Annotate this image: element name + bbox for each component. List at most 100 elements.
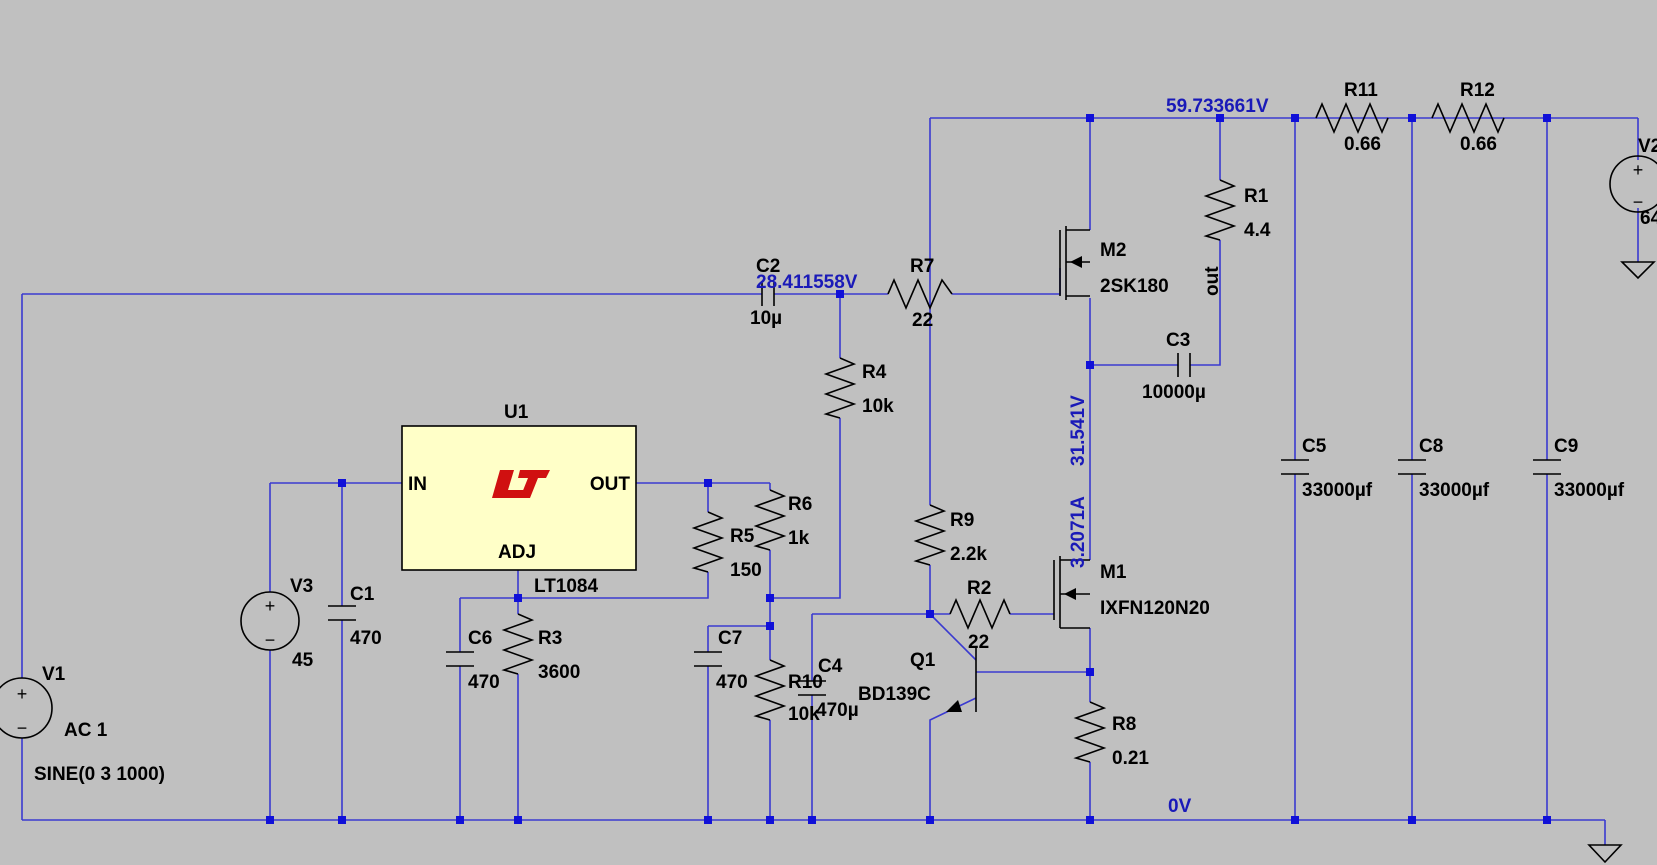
- r7-value: 22: [912, 310, 933, 331]
- u1-pin-in: IN: [408, 474, 427, 495]
- ground-icon: [1620, 261, 1656, 280]
- r8-name: R8: [1112, 714, 1136, 735]
- c7-name: C7: [718, 628, 742, 649]
- r4-resistor[interactable]: [823, 357, 857, 419]
- v1-name: V1: [42, 664, 66, 685]
- c1-name: C1: [350, 584, 375, 605]
- u1-regulator[interactable]: [401, 425, 637, 571]
- r6-resistor[interactable]: [753, 489, 787, 551]
- r5-name: R5: [730, 526, 755, 547]
- net-label-out: out: [1202, 266, 1223, 296]
- c7-capacitor[interactable]: [694, 651, 722, 667]
- r11-name: R11: [1344, 80, 1378, 101]
- c9-name: C9: [1554, 436, 1578, 457]
- q1-name: Q1: [910, 650, 936, 671]
- r8-resistor[interactable]: [1073, 701, 1107, 763]
- c5-name: C5: [1302, 436, 1327, 457]
- c3-capacitor[interactable]: [1177, 353, 1191, 377]
- wires: [21, 117, 1639, 845]
- r3-resistor[interactable]: [501, 613, 535, 675]
- r12-value: 0.66: [1460, 134, 1497, 155]
- u1-name: U1: [504, 402, 529, 423]
- r1-name: R1: [1244, 186, 1269, 207]
- svg-text:+: +: [265, 596, 276, 616]
- c2-value: 10µ: [750, 308, 782, 329]
- r11-resistor[interactable]: [1315, 101, 1389, 135]
- r9-value: 2.2k: [950, 544, 987, 565]
- r7-resistor[interactable]: [887, 277, 953, 311]
- r3-value: 3600: [538, 662, 580, 683]
- c1-value: 470: [350, 628, 382, 649]
- c6-capacitor[interactable]: [446, 651, 474, 667]
- r11-value: 0.66: [1344, 134, 1381, 155]
- c4-name: C4: [818, 656, 843, 677]
- probe-v-gate: 28.411558V: [756, 272, 858, 293]
- c4-capacitor[interactable]: [798, 680, 826, 696]
- svg-text:−: −: [17, 718, 28, 738]
- probe-v-gnd: 0V: [1168, 796, 1192, 817]
- lt-logo-icon: [492, 470, 550, 498]
- u1-part: LT1084: [534, 576, 599, 597]
- probe-readouts: 59.733661V 28.411558V 31.541V 3.2071A 0V: [756, 96, 1269, 817]
- q1-part: BD139C: [858, 684, 931, 705]
- c1-capacitor[interactable]: [328, 605, 356, 621]
- probe-i-m1: 3.2071A: [1068, 496, 1089, 568]
- c3-name: C3: [1166, 330, 1190, 351]
- probe-v-top: 59.733661V: [1166, 96, 1269, 117]
- m2-name: M2: [1100, 240, 1126, 261]
- q1-transistor[interactable]: [946, 646, 977, 712]
- r6-name: R6: [788, 494, 812, 515]
- c6-name: C6: [468, 628, 492, 649]
- c3-value: 10000µ: [1142, 382, 1206, 403]
- r6-value: 1k: [788, 528, 810, 549]
- r5-resistor[interactable]: [691, 511, 725, 573]
- r12-resistor[interactable]: [1431, 101, 1505, 135]
- u1-pin-out: OUT: [590, 474, 631, 495]
- svg-text:+: +: [17, 684, 28, 704]
- r5-value: 150: [730, 560, 762, 581]
- r10-resistor[interactable]: [753, 659, 787, 721]
- c8-value: 33000µf: [1419, 480, 1490, 501]
- ground-icon: [1587, 844, 1623, 864]
- c9-capacitor[interactable]: [1533, 459, 1561, 475]
- r4-name: R4: [862, 362, 887, 383]
- r10-name: R10: [788, 672, 823, 693]
- r1-resistor[interactable]: [1203, 179, 1237, 241]
- m2-part: 2SK180: [1100, 276, 1169, 297]
- svg-text:−: −: [1633, 192, 1644, 212]
- v3-value: 45: [292, 650, 314, 671]
- u1-pin-adj: ADJ: [498, 542, 536, 563]
- v1-source[interactable]: + −: [0, 677, 53, 739]
- r3-name: R3: [538, 628, 562, 649]
- r2-value: 22: [968, 632, 989, 653]
- m1-mosfet[interactable]: [1053, 556, 1090, 629]
- m2-mosfet[interactable]: [1059, 226, 1090, 300]
- c5-value: 33000µf: [1302, 480, 1373, 501]
- c2-capacitor[interactable]: [761, 282, 775, 306]
- c8-capacitor[interactable]: [1398, 459, 1426, 475]
- r9-name: R9: [950, 510, 974, 531]
- r1-value: 4.4: [1244, 220, 1271, 241]
- v3-name: V3: [290, 576, 313, 597]
- m1-part: IXFN120N20: [1100, 598, 1210, 619]
- c9-value: 33000µf: [1554, 480, 1625, 501]
- svg-text:−: −: [265, 630, 276, 650]
- v2-name: V2: [1638, 136, 1657, 157]
- probe-v-mid: 31.541V: [1068, 395, 1089, 466]
- c2-name: C2: [756, 256, 780, 277]
- junctions: [266, 114, 1551, 824]
- r8-value: 0.21: [1112, 748, 1149, 769]
- r10-value: 10k: [788, 704, 820, 725]
- svg-text:+: +: [1633, 160, 1644, 180]
- m1-name: M1: [1100, 562, 1127, 583]
- v1-value: AC 1: [64, 720, 108, 741]
- v2-value: 64: [1640, 208, 1657, 229]
- r2-resistor[interactable]: [949, 597, 1011, 631]
- r9-resistor[interactable]: [913, 504, 947, 566]
- c5-capacitor[interactable]: [1281, 459, 1309, 475]
- v3-source[interactable]: + −: [240, 591, 300, 651]
- v2-source[interactable]: + −: [1609, 155, 1657, 213]
- labels: U1 IN OUT ADJ LT1084 V1 AC 1 SINE(0 3 10…: [34, 80, 1657, 785]
- c4-value: 470µ: [816, 700, 859, 721]
